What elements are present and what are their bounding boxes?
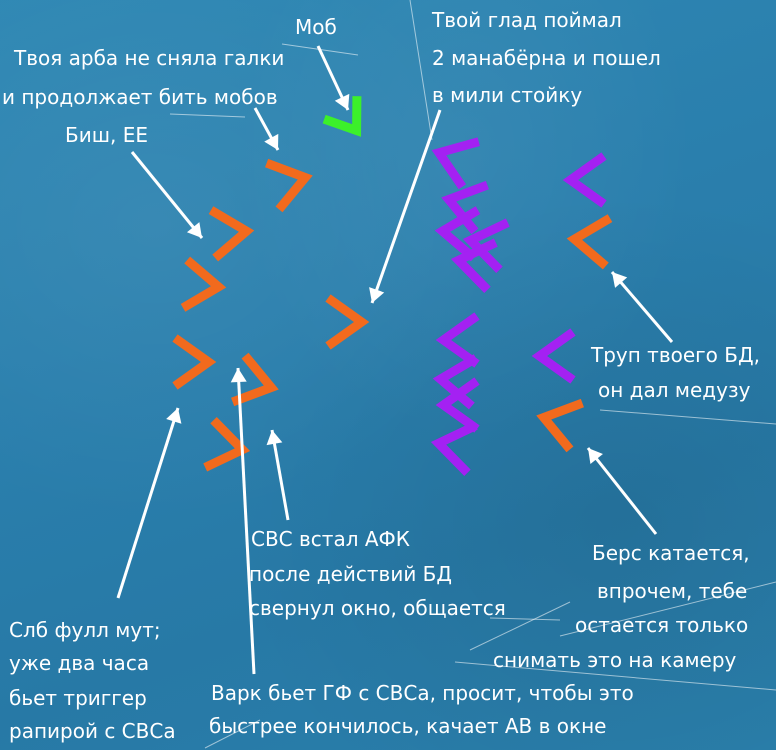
thin-underline — [469, 601, 571, 651]
label-vark-line-2: быстрее кончилось, качает АВ в окне — [209, 714, 607, 738]
thin-underline — [599, 409, 776, 425]
label-mob: Моб — [295, 15, 337, 39]
arrow-svs — [266, 429, 290, 521]
label-bd-line-2: он дал медузу — [598, 378, 751, 402]
thin-underline — [454, 661, 776, 691]
label-svs-line-1: СВС встал АФК — [251, 527, 410, 551]
purple-unit-chevron — [434, 206, 481, 262]
purple-unit-chevron — [450, 238, 498, 293]
label-slb-line-3: бьет триггер — [9, 686, 147, 710]
purple-unit-chevron — [430, 421, 478, 476]
label-glad-line-3: в мили стойку — [432, 83, 583, 107]
label-bd-line-1: Труп твоего БД, — [591, 343, 760, 367]
thin-underline — [169, 113, 246, 118]
arrow-bd — [610, 271, 674, 343]
arrow-mob — [316, 45, 350, 111]
purple-unit-chevron — [431, 137, 480, 190]
orange-unit-chevron — [208, 206, 255, 262]
pointer-arrows — [116, 45, 674, 675]
label-svs-line-2: после действий БД — [249, 562, 453, 586]
thin-underline — [559, 581, 776, 637]
label-slb-line-4: рапирой с СВСа — [9, 719, 176, 743]
label-svs-line-3: свернул окно, общается — [249, 596, 506, 620]
label-bers-line-4: снимать это на камеру — [493, 648, 737, 672]
orange-unit-chevron — [172, 334, 217, 390]
label-bers-line-1: Берс катается, — [592, 541, 750, 565]
label-glad-line-2: 2 манабёрна и пошел — [432, 46, 661, 70]
arrow-slb — [116, 407, 182, 599]
orange-unit-chevron — [231, 352, 279, 407]
arrow-vark — [230, 367, 256, 675]
underline-strokes — [169, 0, 776, 749]
label-arba-line-1: Твоя арба не сняла галки — [14, 46, 285, 70]
label-bers-line-2: впрочем, тебе — [597, 579, 748, 603]
thin-underline — [489, 617, 561, 621]
arrow-glad — [369, 109, 442, 304]
orange-unit-chevron — [180, 256, 227, 312]
orange-unit-chevron — [536, 398, 584, 453]
purple-unit-chevron — [462, 218, 510, 273]
label-glad-line-1: Твой глад поймал — [432, 8, 622, 32]
label-slb-line-2: уже два часа — [9, 651, 150, 675]
thin-underline — [409, 0, 433, 141]
mob-chevron-green — [322, 96, 362, 137]
arrow-bish — [130, 151, 204, 239]
purple-unit-chevron — [531, 328, 576, 384]
thin-underline — [204, 719, 261, 749]
arrow-bers — [586, 447, 658, 535]
unit-chevrons — [172, 96, 613, 476]
orange-unit-chevron — [325, 294, 370, 350]
label-bish: Биш, ЕЕ — [65, 123, 149, 147]
purple-unit-chevron — [435, 377, 480, 433]
label-slb-line-1: Слб фулл мут; — [9, 618, 161, 642]
label-bers-line-3: остается только — [575, 613, 749, 637]
arrow-arba — [253, 107, 280, 151]
purple-unit-chevron — [435, 312, 480, 368]
label-arba-line-2: и продолжает бить мобов — [2, 85, 278, 109]
label-vark-line-1: Варк бьет ГФ с СВСа, просит, чтобы это — [211, 681, 634, 705]
orange-unit-chevron — [566, 214, 613, 270]
orange-unit-chevron — [265, 158, 313, 213]
purple-unit-chevron — [562, 152, 607, 208]
